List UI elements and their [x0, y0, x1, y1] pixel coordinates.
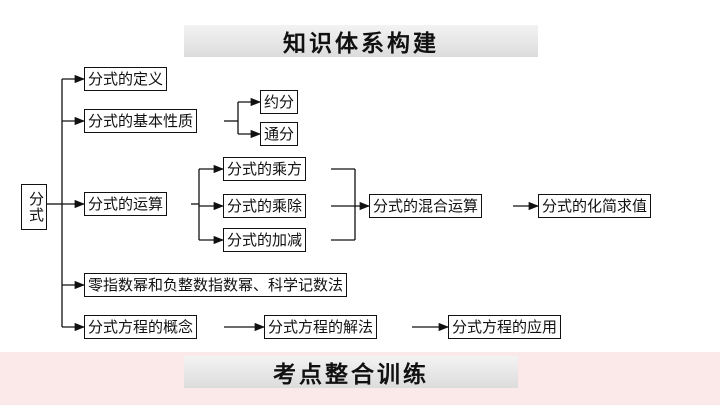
section-title: 知识体系构建	[283, 31, 439, 57]
node-exponent: 零指数幂和负整数指数幂、科学记数法	[84, 273, 348, 297]
node-evaluate: 分式的化简求值	[538, 194, 652, 218]
node-add-subtract: 分式的加减	[223, 228, 307, 252]
node-equation-application: 分式方程的应用	[448, 315, 562, 339]
node-basic-property: 分式的基本性质	[84, 109, 198, 133]
node-equation-solution: 分式方程的解法	[264, 315, 378, 339]
node-operation: 分式的运算	[84, 192, 168, 216]
node-equation-concept: 分式方程的概念	[84, 315, 198, 339]
node-definition: 分式的定义	[84, 67, 168, 91]
node-root: 分式	[21, 184, 47, 230]
node-multiply-power: 分式的乘方	[223, 157, 307, 181]
node-tongfen: 通分	[260, 122, 299, 146]
section-title-banner: 知识体系构建	[184, 25, 538, 57]
node-yuefen: 约分	[260, 90, 299, 114]
footer-title-banner: 考点整合训练	[184, 356, 518, 388]
node-mixed-operation: 分式的混合运算	[369, 194, 483, 218]
node-multiply-divide: 分式的乘除	[223, 194, 307, 218]
footer-title: 考点整合训练	[273, 362, 429, 388]
